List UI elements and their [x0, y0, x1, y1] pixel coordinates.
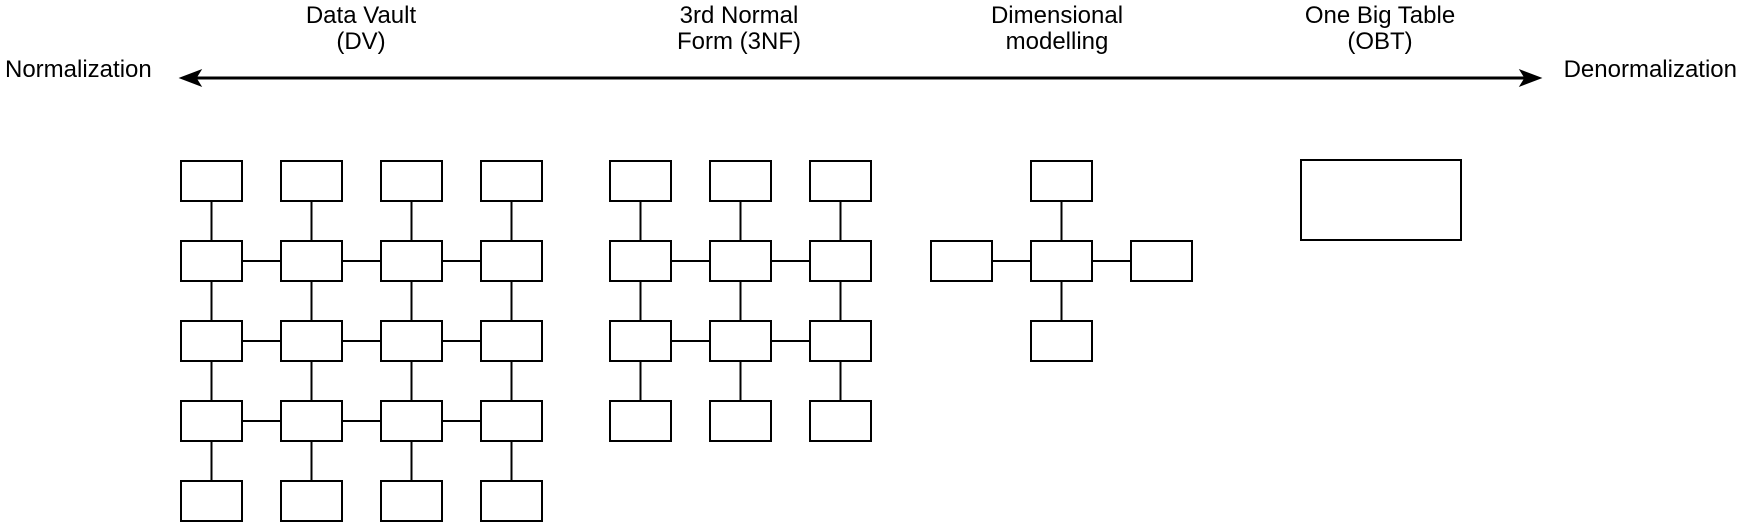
approach-title-line: modelling: [1005, 28, 1109, 55]
entity-box-data-vault: [380, 400, 443, 442]
entity-box-3nf: [709, 320, 772, 362]
entity-box-data-vault: [480, 240, 543, 282]
entity-box-3nf: [709, 240, 772, 282]
entity-box-data-vault: [380, 240, 443, 282]
entity-box-3nf: [809, 240, 872, 282]
dimension-box: [1130, 240, 1193, 282]
dimension-box: [930, 240, 993, 282]
one-big-table-box: [1300, 159, 1462, 241]
approach-title-line: Data Vault: [305, 2, 417, 29]
approach-title-line: Form (3NF): [677, 28, 801, 55]
axis-label-normalization: Normalization: [5, 56, 152, 83]
entity-box-data-vault: [380, 480, 443, 522]
dimension-box: [1030, 320, 1093, 362]
entity-box-3nf: [709, 160, 772, 202]
entity-box-data-vault: [480, 320, 543, 362]
entity-box-3nf: [609, 240, 672, 282]
approach-title-data-vault: Data Vault (DV): [306, 3, 416, 55]
entity-box-3nf: [809, 160, 872, 202]
approach-title-obt: One Big Table (OBT): [1305, 3, 1455, 55]
entity-box-data-vault: [180, 240, 243, 282]
arrowhead-left-icon: [178, 69, 203, 87]
entity-box-data-vault: [380, 160, 443, 202]
entity-box-3nf: [609, 320, 672, 362]
axis-label-denormalization: Denormalization: [1563, 56, 1737, 83]
entity-box-data-vault: [280, 480, 343, 522]
approach-title-3nf: 3rd Normal Form (3NF): [677, 3, 801, 55]
dimension-box: [1030, 160, 1093, 202]
entity-box-data-vault: [380, 320, 443, 362]
entity-box-data-vault: [480, 160, 543, 202]
arrowhead-right-icon: [1518, 69, 1543, 87]
entity-box-3nf: [609, 400, 672, 442]
entity-box-data-vault: [280, 160, 343, 202]
entity-box-data-vault: [280, 320, 343, 362]
entity-box-data-vault: [280, 400, 343, 442]
fact-box: [1030, 240, 1093, 282]
entity-box-data-vault: [280, 240, 343, 282]
entity-box-3nf: [609, 160, 672, 202]
entity-box-data-vault: [480, 480, 543, 522]
entity-box-3nf: [809, 400, 872, 442]
entity-box-data-vault: [480, 400, 543, 442]
entity-box-data-vault: [180, 160, 243, 202]
entity-box-data-vault: [180, 320, 243, 362]
entity-box-data-vault: [180, 480, 243, 522]
approach-title-line: 3rd Normal: [679, 2, 799, 29]
approach-title-line: One Big Table: [1304, 2, 1456, 29]
entity-box-3nf: [809, 320, 872, 362]
approach-title-line: Dimensional: [990, 2, 1124, 29]
entity-box-data-vault: [180, 400, 243, 442]
approach-title-dimensional: Dimensional modelling: [991, 3, 1123, 55]
approach-title-line: (OBT): [1347, 28, 1413, 55]
entity-box-3nf: [709, 400, 772, 442]
approach-title-line: (DV): [336, 28, 386, 55]
